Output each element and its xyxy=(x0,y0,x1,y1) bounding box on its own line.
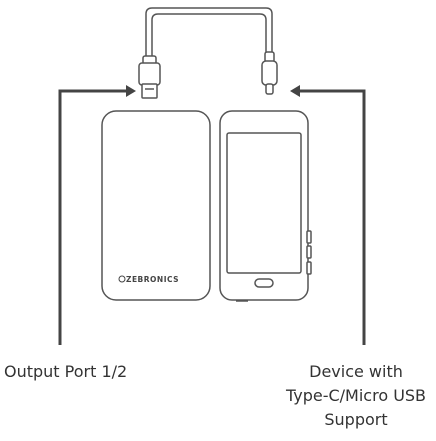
zebronics-logo: ZEBRONICS xyxy=(126,275,179,284)
device-label-line-2: Type-C/Micro USB xyxy=(285,386,427,405)
phone-side-buttons xyxy=(306,230,312,275)
phone-home-button xyxy=(254,278,274,288)
usb-cable xyxy=(145,7,273,62)
output-port-arrow xyxy=(58,89,126,345)
smartphone xyxy=(219,110,312,302)
device-label-line-1: Device with xyxy=(309,362,403,381)
zebronics-logo-mark xyxy=(118,275,126,283)
usb-a-connector xyxy=(138,55,161,99)
phone-screen xyxy=(226,132,302,274)
power-bank: ZEBRONICS xyxy=(101,110,211,301)
output-port-label: Output Port 1/2 xyxy=(4,362,128,381)
type-c-connector xyxy=(261,51,278,95)
arrow-head-left xyxy=(126,85,136,97)
device-port-arrow xyxy=(300,89,366,345)
arrow-head-right xyxy=(290,85,300,97)
device-support-label: Device with Type-C/Micro USB Support xyxy=(270,360,436,432)
device-label-line-3: Support xyxy=(324,410,388,429)
